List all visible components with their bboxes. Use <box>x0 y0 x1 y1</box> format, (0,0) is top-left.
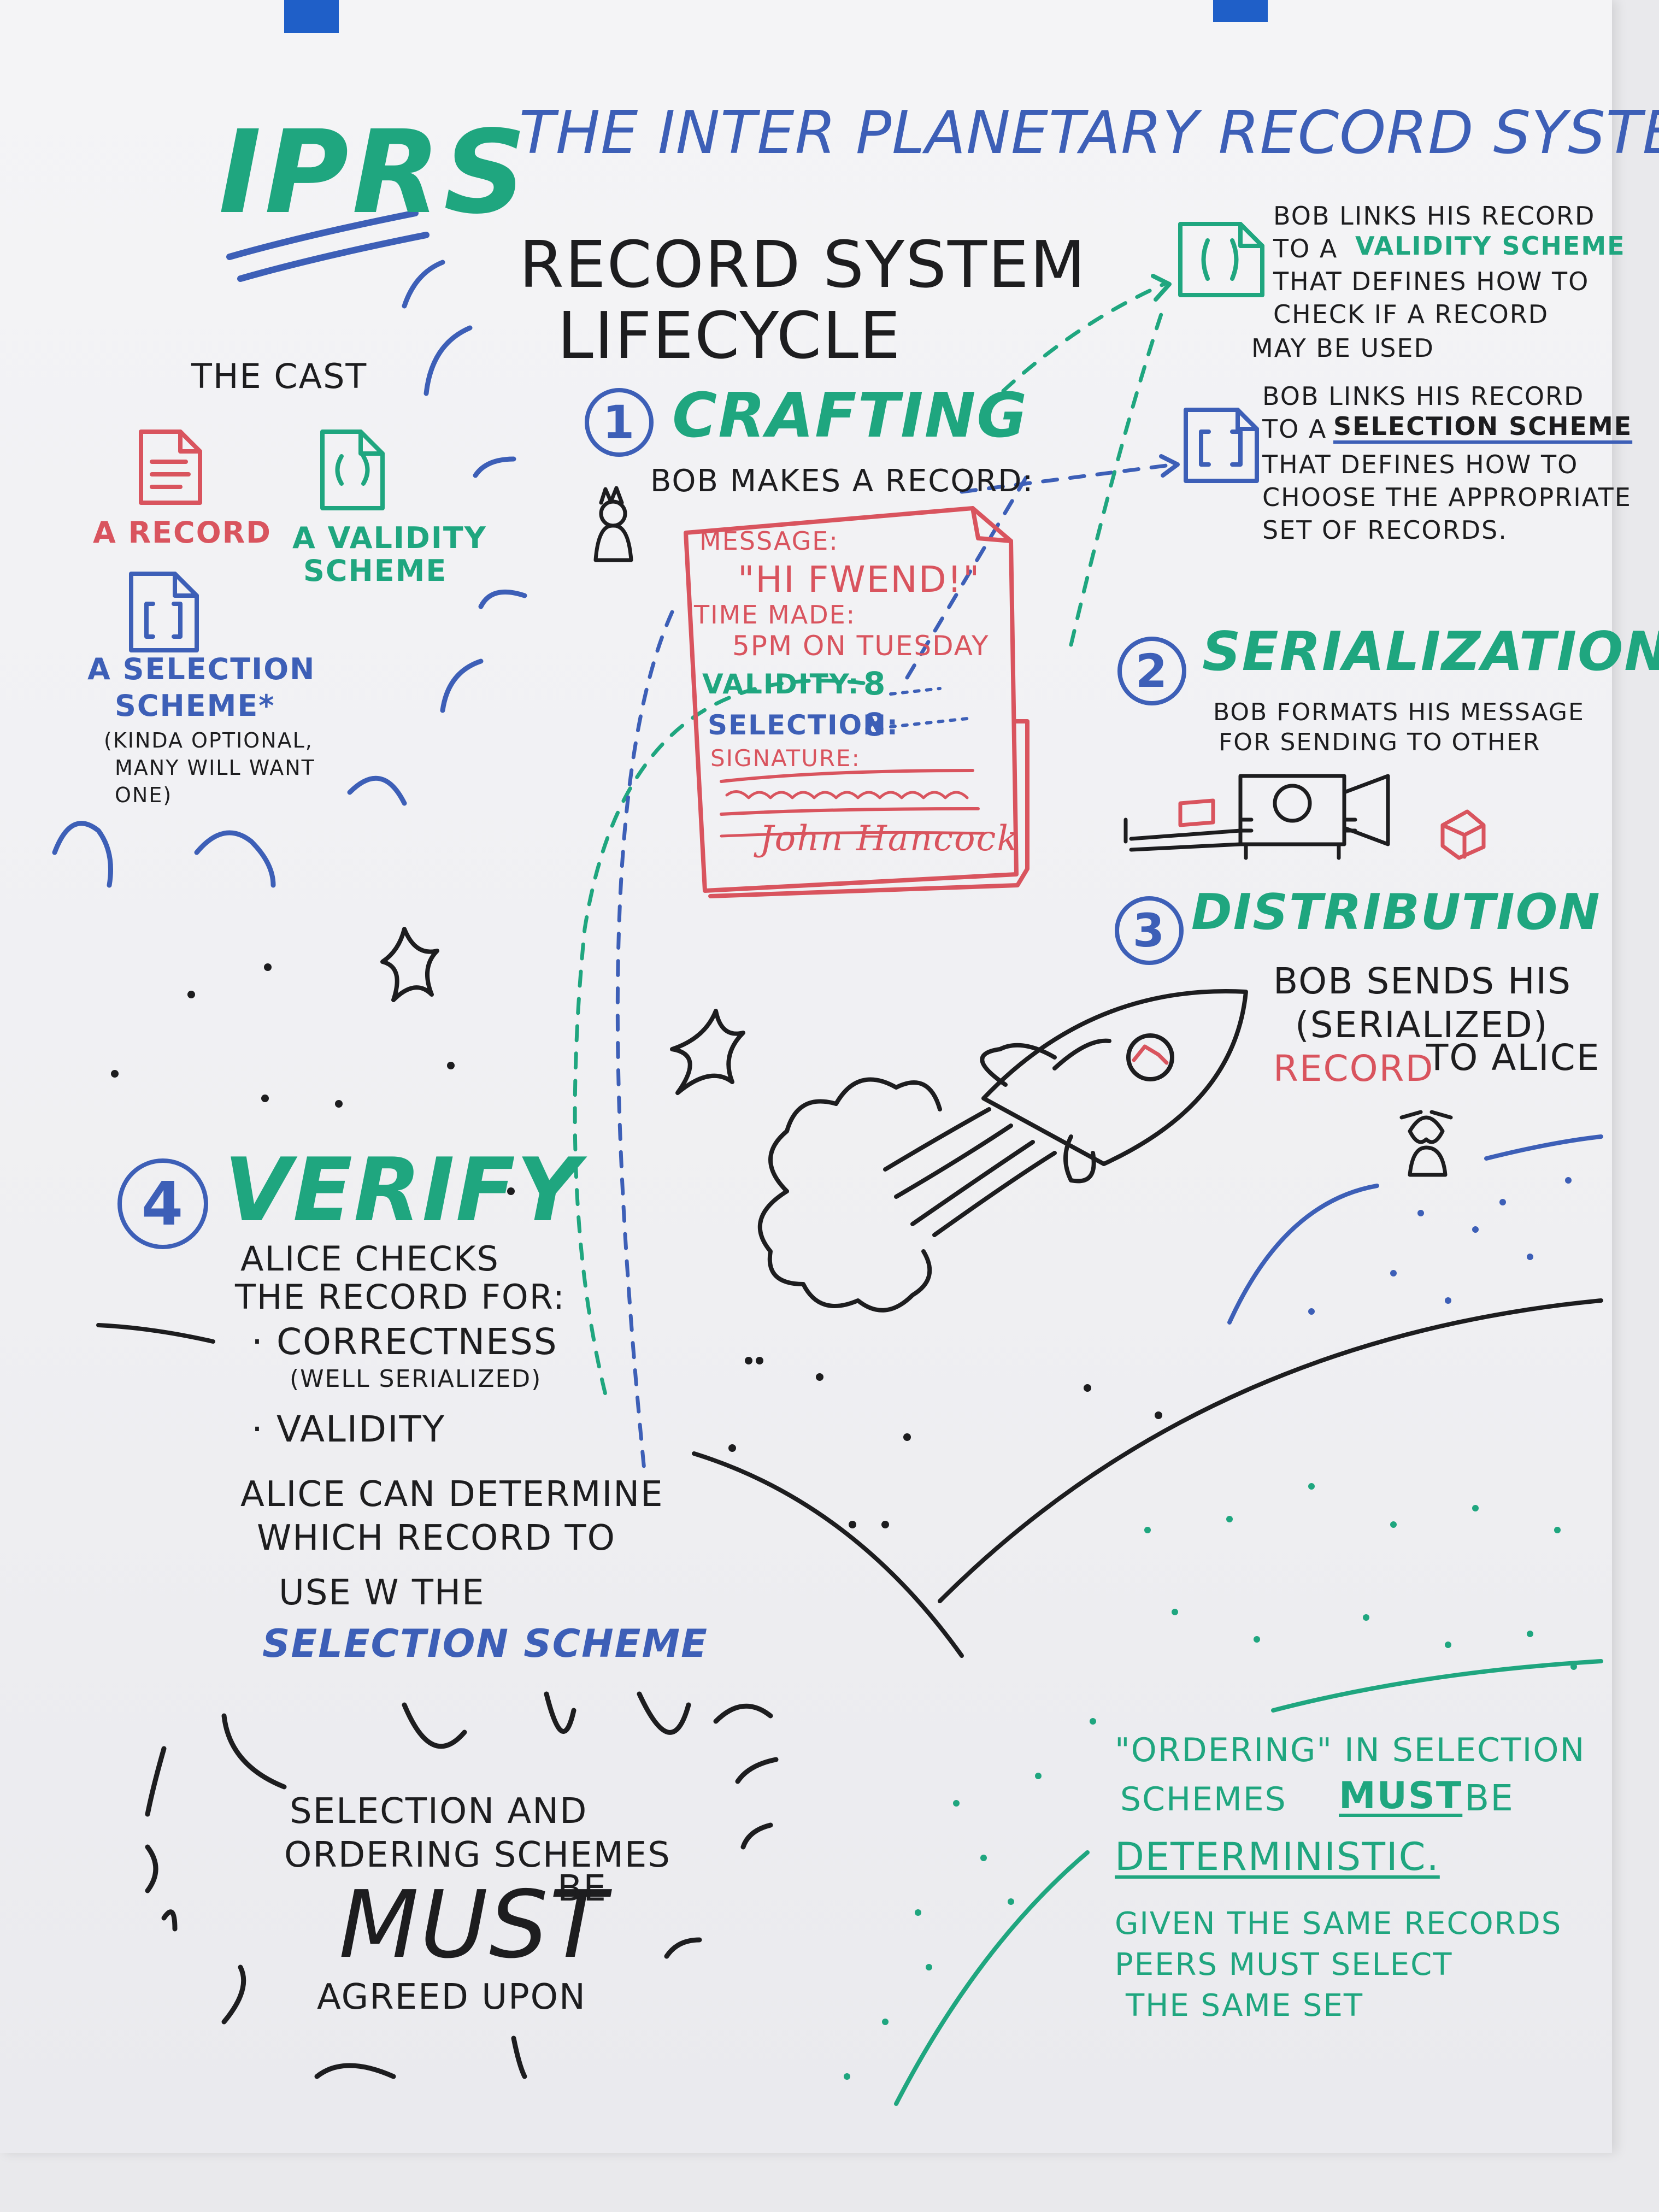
card-selection-label: SELECTION: <box>708 709 899 741</box>
ordering-line6: THE SAME SET <box>1126 1988 1364 2023</box>
verify-title: VERIFY <box>224 1139 581 1241</box>
selection-note-line2b: SELECTION SCHEME <box>1333 411 1633 441</box>
record-document-icon <box>139 430 202 505</box>
selection-note-line5: SET OF RECORDS. <box>1262 515 1508 545</box>
card-message-label: MESSAGE: <box>699 526 839 556</box>
whiteboard-poster: IPRS THE INTER PLANETARY RECORD SYSTEM R… <box>0 0 1659 2153</box>
crafting-step-number: 1 <box>585 388 654 457</box>
validity-note-line3: THAT DEFINES HOW TO <box>1273 267 1590 296</box>
illustrations <box>52 210 1603 2106</box>
card-time-label: TIME MADE: <box>694 600 856 630</box>
lifecycle-heading-line1: RECORD SYSTEM <box>519 227 1087 302</box>
selection-note-line1: BOB LINKS HIS RECORD <box>1262 381 1585 411</box>
planet-surfaces <box>96 1134 1603 2106</box>
cast-note-line3: ONE) <box>115 783 173 807</box>
blue-tape-left <box>284 0 339 33</box>
ordering-line3-deterministic: DETERMINISTIC. <box>1115 1834 1440 1879</box>
distribution-title: DISTRIBUTION <box>1191 884 1601 941</box>
verify-para-line3: USE W THE <box>279 1573 485 1613</box>
package-icon <box>1178 798 1486 860</box>
validity-note-line1: BOB LINKS HIS RECORD <box>1273 201 1596 231</box>
cast-validity-label-line2: SCHEME <box>303 554 448 588</box>
blue-tape-right <box>1213 0 1268 22</box>
serialization-line2: FOR SENDING TO OTHER <box>1219 728 1541 756</box>
dashed-arrows <box>573 282 1177 1478</box>
verify-bullet-correctness-note: (WELL SERIALIZED) <box>290 1365 542 1393</box>
blue-emphasis-arcs <box>52 260 527 888</box>
serialization-line1: BOB FORMATS HIS MESSAGE <box>1213 698 1585 726</box>
selection-scheme-icon <box>129 572 199 652</box>
ordering-line2-must: MUST <box>1339 1774 1463 1817</box>
distribution-line3-alice: TO ALICE <box>1426 1037 1601 1079</box>
validity-note-line2a: TO A <box>1273 234 1338 263</box>
cast-note-line2: MANY WILL WANT <box>115 756 315 780</box>
verify-para-line2: WHICH RECORD TO <box>257 1518 616 1558</box>
cast-selection-label-line2: SCHEME* <box>115 689 275 723</box>
serialization-step-number: 2 <box>1117 637 1186 705</box>
selection-scheme-icon-large <box>1184 408 1259 483</box>
card-signature-value: John Hancock <box>760 819 1020 859</box>
selection-note-line3: THAT DEFINES HOW TO <box>1262 450 1579 479</box>
validity-note-line5: MAY BE USED <box>1251 333 1434 363</box>
card-signature-label: SIGNATURE: <box>710 745 861 772</box>
arrowheads <box>1151 274 1180 478</box>
crafting-title: CRAFTING <box>672 380 1028 451</box>
sparkle-icons <box>380 927 745 1095</box>
card-dotted-links <box>889 687 969 728</box>
alice-figure-icon <box>1399 1110 1453 1177</box>
serialization-title: SERIALIZATION <box>1202 621 1659 683</box>
rocket-icon <box>757 989 1248 1313</box>
distribution-step-number: 3 <box>1115 896 1184 965</box>
black-emphasis-marks <box>145 1691 779 2079</box>
verify-line2: THE RECORD FOR: <box>235 1277 566 1317</box>
card-selection-value: 8 <box>863 706 887 743</box>
ordering-line5: PEERS MUST SELECT <box>1115 1947 1453 1982</box>
card-validity-label: VALIDITY: <box>702 668 860 700</box>
card-validity-value: 8 <box>863 665 887 702</box>
cast-validity-label-line1: A VALIDITY <box>292 521 487 555</box>
verify-line1: ALICE CHECKS <box>240 1239 499 1279</box>
agreement-be: BE <box>557 1867 607 1909</box>
distribution-line3-record: RECORD <box>1273 1048 1434 1090</box>
agreement-line1: SELECTION AND <box>290 1791 588 1832</box>
validity-note-line4: CHECK IF A RECORD <box>1273 299 1549 329</box>
validity-scheme-icon-large <box>1178 222 1264 297</box>
agreement-line4: AGREED UPON <box>317 1977 586 2017</box>
serializer-machine-icon <box>1123 774 1390 860</box>
validity-note-line2b: VALIDITY SCHEME <box>1355 231 1626 261</box>
ordering-line2-schemes: SCHEMES <box>1120 1780 1287 1819</box>
speckle-dots <box>111 963 1577 2080</box>
selection-note-line4: CHOOSE THE APPROPRIATE <box>1262 483 1632 512</box>
cast-selection-label-line1: A SELECTION <box>87 652 316 686</box>
crafting-caption: BOB MAKES A RECORD: <box>650 463 1034 499</box>
selection-note-line2a: TO A <box>1262 414 1327 444</box>
verify-step-number: 4 <box>117 1158 208 1249</box>
distribution-line1: BOB SENDS HIS <box>1273 960 1572 1002</box>
title-full-name: THE INTER PLANETARY RECORD SYSTEM <box>519 99 1659 167</box>
title-underline <box>226 210 430 282</box>
verify-bullet-correctness: · CORRECTNESS <box>251 1321 558 1363</box>
title-acronym: IPRS <box>219 105 530 239</box>
cast-heading: THE CAST <box>191 356 368 396</box>
record-card-drawing <box>684 506 1029 898</box>
verify-bullet-validity: · VALIDITY <box>251 1408 446 1450</box>
verify-para-line1: ALICE CAN DETERMINE <box>240 1474 664 1515</box>
lifecycle-heading-line2: LIFECYCLE <box>557 298 902 373</box>
card-message-value: "HI FWEND!" <box>738 558 981 601</box>
ordering-line4: GIVEN THE SAME RECORDS <box>1115 1906 1562 1942</box>
agreement-must: MUST <box>339 1871 607 1979</box>
verify-para-selection-scheme: SELECTION SCHEME <box>262 1621 708 1666</box>
agreement-line2: ORDERING SCHEMES <box>284 1835 671 1875</box>
card-time-value: 5PM ON TUESDAY <box>732 630 990 662</box>
bob-figure-icon <box>593 486 633 562</box>
distribution-line2: (SERIALIZED) <box>1295 1004 1549 1046</box>
validity-scheme-icon <box>320 430 385 510</box>
cast-record-label: A RECORD <box>93 515 272 550</box>
cast-note-line1: (KINDA OPTIONAL, <box>104 728 313 752</box>
ordering-line1: "ORDERING" IN SELECTION <box>1115 1731 1586 1769</box>
ordering-line2-be: BE <box>1464 1777 1514 1819</box>
